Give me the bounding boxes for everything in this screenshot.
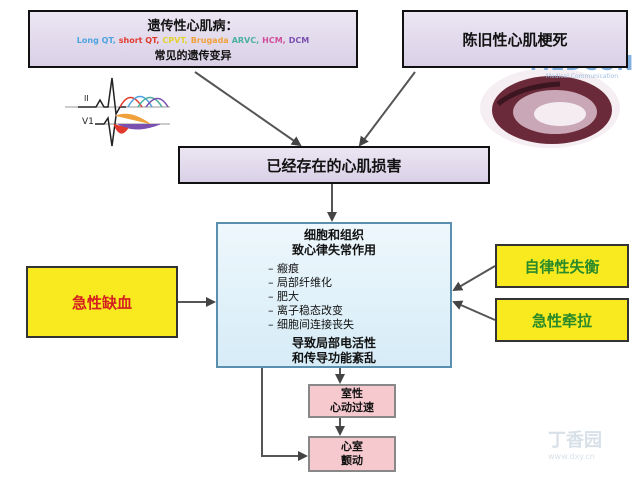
genetic-box-title: 遗传性心肌病：	[147, 19, 239, 34]
ecg-label-lead-ii: II	[84, 94, 89, 103]
acute-stretch-title: 急性牵拉	[531, 311, 592, 330]
autonomic-imbalance-title: 自律性失衡	[524, 257, 600, 276]
ecg-lead-ii-trace	[65, 77, 170, 117]
ecg-lead-v1-trace	[95, 113, 170, 147]
main-bullet-list: 瘢痕 局部纤维化 肥大 离子稳态改变 细胞间连接丧失	[268, 262, 440, 332]
old-mi-box: 陈旧性心肌梗死	[402, 10, 628, 68]
arrow-genetic-to-damage	[194, 71, 302, 147]
bullet-local-fibrosis: 局部纤维化	[268, 276, 440, 290]
dxy-watermark-text: 丁香园	[548, 430, 602, 451]
main-heading-line2: 致心律失常作用	[291, 243, 376, 257]
type-dcm: DCM	[288, 36, 310, 45]
arrow-stretch-to-main	[452, 300, 496, 321]
vf-line2: 颤动	[341, 454, 363, 467]
ecg-label-lead-v1: V1	[82, 117, 94, 127]
ventricular-fibrillation-box: 心室 颤动	[308, 436, 396, 472]
vt-line2: 心动过速	[330, 401, 374, 414]
main-footer-line1: 导致局部电活性	[291, 336, 376, 350]
bullet-hypertrophy: 肥大	[268, 290, 440, 304]
bullet-gap-junction-loss: 细胞间连接丧失	[268, 318, 440, 332]
genetic-cardiomyopathy-box: 遗传性心肌病： Long QT, short QT, CPVT, Brugada…	[28, 10, 358, 68]
arrow-main-to-vf-bypass	[261, 368, 308, 461]
main-footer-line2: 和传导功能紊乱	[291, 351, 376, 365]
arrow-autonomic-to-main	[452, 265, 496, 292]
acute-ischemia-title: 急性缺血	[71, 293, 132, 312]
ventricular-tachycardia-box: 室性 心动过速	[308, 384, 396, 418]
old-mi-title: 陈旧性心肌梗死	[462, 30, 568, 49]
existing-damage-title: 已经存在的心肌损害	[266, 156, 402, 175]
vf-line1: 心室	[341, 440, 363, 453]
infarct-heart-slice-image	[480, 68, 620, 148]
type-cpvt: CPVT,	[162, 36, 188, 45]
type-arvc: ARVC,	[231, 36, 260, 45]
type-hcm: HCM,	[262, 36, 286, 45]
autonomic-imbalance-box: 自律性失衡	[495, 244, 629, 288]
bullet-ion-homeostasis: 离子稳态改变	[268, 304, 440, 318]
bullet-scar: 瘢痕	[268, 262, 440, 276]
acute-ischemia-box: 急性缺血	[26, 266, 178, 338]
type-long-qt: Long QT,	[76, 36, 116, 45]
vt-line1: 室性	[341, 387, 363, 400]
dxy-watermark-url: www.dxy.cn	[548, 452, 595, 461]
acute-stretch-box: 急性牵拉	[495, 298, 629, 342]
genetic-box-subtitle: 常见的遗传变异	[154, 49, 232, 62]
main-heading-line1: 细胞和组织	[303, 228, 364, 242]
type-short-qt: short QT,	[118, 36, 160, 45]
dxy-watermark: 丁香园 www.dxy.cn	[548, 426, 638, 470]
arrow-oldmi-to-damage	[358, 71, 416, 147]
genetic-type-list: Long QT, short QT, CPVT, Brugada ARVC, H…	[77, 36, 309, 45]
existing-damage-box: 已经存在的心肌损害	[178, 146, 490, 184]
medcon-logo-subtext: Medical Communication	[545, 72, 619, 80]
arrhythmogenic-mechanism-box: 细胞和组织 致心律失常作用 瘢痕 局部纤维化 肥大 离子稳态改变 细胞间连接丧失…	[216, 222, 452, 368]
type-brugada: Brugada	[190, 36, 229, 45]
